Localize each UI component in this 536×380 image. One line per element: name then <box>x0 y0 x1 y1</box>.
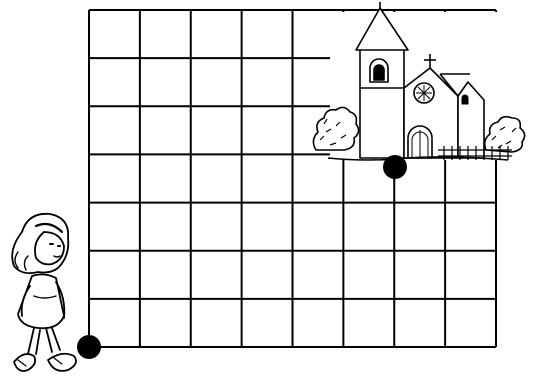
girl-walking-icon <box>12 214 76 371</box>
start-marker <box>77 335 101 359</box>
end-marker <box>383 155 407 179</box>
church-icon <box>313 2 524 160</box>
